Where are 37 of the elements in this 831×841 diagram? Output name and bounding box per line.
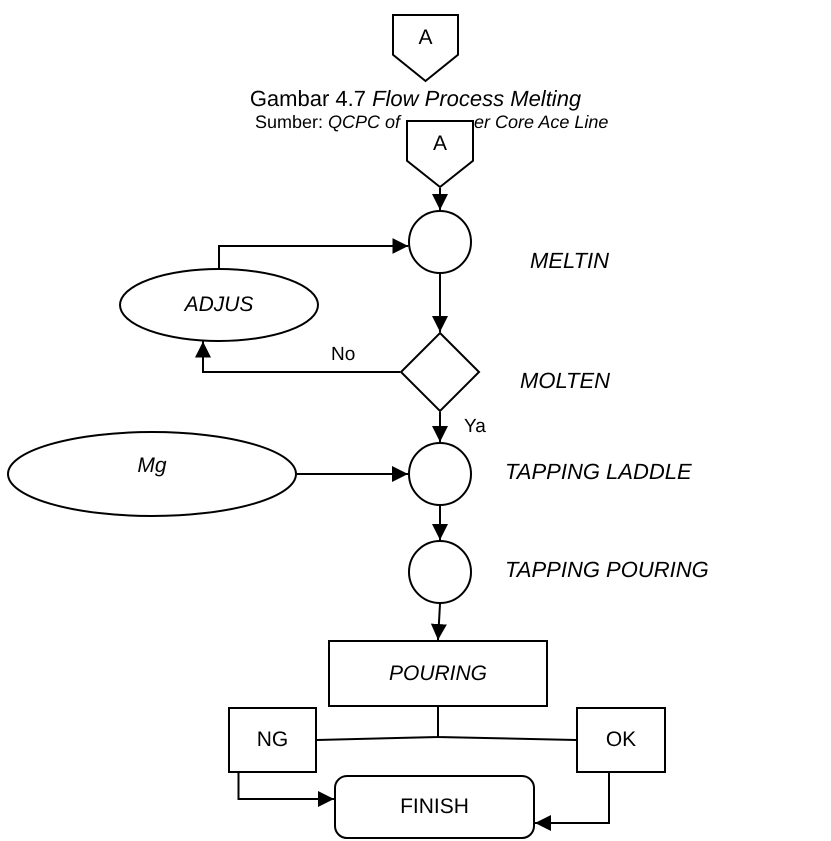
figure-caption: Gambar 4.7 Flow Process Melting	[248, 86, 582, 112]
node-label: NG	[256, 728, 288, 752]
off-page-connector	[406, 120, 474, 188]
process-box	[576, 707, 666, 773]
step-label: MELTIN	[530, 248, 610, 274]
arrow	[535, 773, 610, 831]
arrow	[432, 506, 448, 540]
process-box	[328, 640, 548, 707]
node-label: A	[418, 26, 432, 50]
process-circle	[408, 442, 472, 506]
arrow	[218, 238, 408, 268]
step-label: TAPPING LADDLE	[505, 459, 692, 485]
input-ellipse	[7, 431, 297, 517]
node-label: Mg	[137, 454, 167, 478]
arrow	[430, 604, 447, 640]
arrow	[195, 342, 400, 373]
process-circle	[408, 210, 472, 274]
process-circle	[408, 540, 472, 604]
source-text: er Core Ace Line	[474, 112, 608, 133]
node-label: OK	[606, 728, 636, 752]
arrow	[238, 773, 334, 807]
off-page-connector	[392, 14, 459, 82]
arrow	[432, 412, 448, 442]
process-box	[228, 707, 317, 773]
source-text: Sumber: QCPC of	[254, 112, 400, 133]
node-label: ADJUS	[184, 293, 254, 317]
node-label: A	[432, 132, 447, 156]
arrow	[297, 466, 408, 482]
input-ellipse	[119, 268, 319, 342]
arrow	[432, 274, 448, 332]
arrow	[432, 188, 448, 210]
node-label: FINISH	[400, 795, 469, 819]
node-label: POURING	[388, 662, 487, 686]
terminator-box	[334, 775, 535, 839]
step-label: MOLTEN	[520, 368, 610, 394]
decision-diamond	[400, 332, 480, 412]
step-label: TAPPING POURING	[505, 557, 709, 583]
